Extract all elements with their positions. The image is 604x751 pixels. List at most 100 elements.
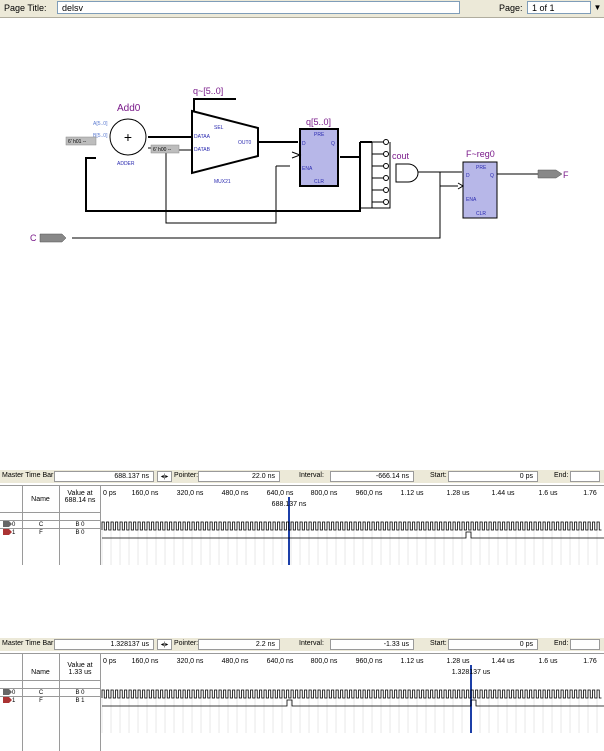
q-reg-clr: CLR: [314, 179, 324, 185]
time-tick-label: 480,0 ns: [222, 658, 249, 665]
plus-symbol: +: [124, 129, 132, 145]
interval-value: -1.33 us: [330, 639, 414, 650]
cout-gate[interactable]: cout: [392, 151, 419, 183]
value-header-line2: 1.33 us: [68, 669, 92, 676]
q-reg-ena: ENA: [302, 166, 313, 172]
signal-name[interactable]: C: [39, 522, 44, 528]
time-bar-arrows[interactable]: ◂|▸: [157, 639, 172, 650]
f-reg-q: Q: [490, 173, 494, 179]
time-tick-label: 0 ps: [103, 658, 117, 665]
value-header-line2: 688.14 ns: [64, 497, 96, 504]
mux-block[interactable]: q~[5..0] SEL DATAA DATAB OUT0 MUX21: [191, 86, 259, 185]
start-label: Start:: [430, 472, 447, 479]
output-pin-label: F: [563, 170, 569, 180]
time-tick-label: 1.12 us: [401, 658, 424, 665]
time-tick-label: 640,0 ns: [267, 490, 294, 497]
start-label: Start:: [430, 640, 447, 647]
waveform-f: [102, 699, 604, 707]
q-register[interactable]: q[5..0] PRE D Q ENA CLR: [291, 117, 339, 187]
time-tick-label: 160,0 ns: [132, 658, 159, 665]
f-reg-d: D: [466, 173, 470, 179]
adder-type: ADDER: [117, 161, 135, 167]
master-time-bar-input[interactable]: 688.137 ns: [54, 471, 154, 482]
q-reg-pre: PRE: [314, 132, 325, 138]
output-pin-icon[interactable]: F: [537, 169, 569, 180]
time-tick-label: 1.6 us: [538, 658, 558, 665]
time-tick-label: 1.28 us: [447, 490, 470, 497]
cursor-label: 1.328137 us: [452, 669, 491, 676]
q-reg-q: Q: [331, 141, 335, 147]
name-header: Name: [31, 496, 50, 503]
f-register[interactable]: F~reg0 PRE D Q ENA CLR: [457, 149, 498, 219]
time-tick-label: 0 ps: [103, 490, 117, 497]
cursor-label: 688.137 ns: [272, 501, 307, 508]
page-title-input[interactable]: delsv: [57, 1, 460, 14]
q-register-name: q[5..0]: [306, 117, 331, 127]
input-pin-label: C: [30, 233, 37, 243]
adder-constant: 6' h01 --: [65, 136, 97, 146]
chevron-down-icon[interactable]: ▼: [590, 1, 604, 14]
master-time-bar-input[interactable]: 1.328137 us: [54, 639, 154, 650]
page-label: Page:: [499, 3, 523, 13]
f-reg-clr: CLR: [476, 211, 486, 217]
time-tick-label: 640,0 ns: [267, 658, 294, 665]
end-value: [570, 639, 600, 650]
row-index: 0: [12, 522, 16, 528]
signal-value: B 0: [75, 522, 85, 528]
pointer-value: 2.2 ns: [198, 639, 280, 650]
signal-name[interactable]: F: [39, 698, 43, 704]
time-tick-label: 800,0 ns: [311, 658, 338, 665]
mux-out: OUT0: [238, 140, 252, 146]
time-tick-label: 320,0 ns: [177, 658, 204, 665]
signal-value: B 1: [75, 698, 85, 704]
mux-constant: 6' h00 --: [150, 144, 180, 154]
signal-value: B 0: [75, 690, 85, 696]
time-tick-label: 480,0 ns: [222, 490, 249, 497]
svg-text:6' h00 --: 6' h00 --: [153, 147, 172, 153]
input-pin-icon: [3, 689, 12, 695]
interval-label: Interval:: [299, 472, 324, 479]
page-select-value: 1 of 1: [532, 3, 555, 13]
signal-name[interactable]: C: [39, 690, 44, 696]
time-tick-label: 1.44 us: [492, 490, 515, 497]
mux-datab: DATAB: [194, 147, 211, 153]
waveform-f: [102, 531, 604, 539]
interval-label: Interval:: [299, 640, 324, 647]
signal-value: B 0: [75, 530, 85, 536]
value-header: Value at 1.33 us: [60, 662, 100, 676]
input-pin-icon[interactable]: C: [30, 233, 67, 243]
mux-q-label: q~[5..0]: [193, 86, 223, 96]
f-register-name: F~reg0: [466, 149, 495, 159]
master-time-bar-label: Master Time Bar:: [2, 640, 56, 647]
time-bar-arrows[interactable]: ◂|▸: [157, 471, 172, 482]
mux-sel: SEL: [214, 125, 224, 131]
time-tick-label: 1.6 us: [538, 490, 558, 497]
time-tick-label: 1.28 us: [447, 658, 470, 665]
adder-port-b: B[5..0]: [93, 133, 108, 139]
time-tick-label: 320,0 ns: [177, 490, 204, 497]
time-tick-label: 960,0 ns: [356, 658, 383, 665]
pointer-value: 22.0 ns: [198, 471, 280, 482]
page-title-label: Page Title:: [4, 3, 47, 13]
end-label: End:: [554, 640, 569, 647]
start-value: 0 ps: [448, 639, 538, 650]
end-label: End:: [554, 472, 569, 479]
row-index: 1: [12, 698, 16, 704]
adder-block[interactable]: + Add0 A[5..0] B[5..0] ADDER: [93, 103, 147, 167]
signal-name[interactable]: F: [39, 530, 43, 536]
adder-name: Add0: [117, 103, 141, 114]
bus-tap-lines: [371, 141, 383, 208]
pointer-label: Pointer:: [174, 472, 199, 479]
row-index: 0: [12, 690, 16, 696]
svg-text:6' h01 --: 6' h01 --: [68, 139, 87, 145]
schematic-canvas: + Add0 A[5..0] B[5..0] ADDER 6' h01 -- q…: [30, 86, 569, 243]
page-toolbar: Page Title: delsv Page: 1 of 1 ▼: [0, 0, 604, 18]
time-tick-label: 1.44 us: [492, 658, 515, 665]
cout-label: cout: [392, 151, 410, 161]
waveform-c: [101, 521, 602, 531]
f-reg-ena: ENA: [466, 197, 477, 203]
output-pin-icon: [3, 697, 12, 703]
waveform-c: [101, 689, 602, 699]
q-reg-d: D: [302, 141, 306, 147]
